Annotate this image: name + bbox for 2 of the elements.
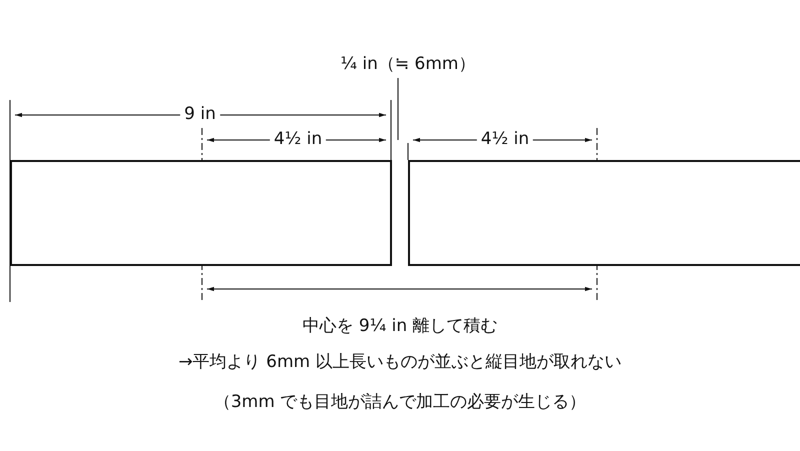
- brick-box: [10, 160, 392, 266]
- brick-box: [408, 160, 800, 266]
